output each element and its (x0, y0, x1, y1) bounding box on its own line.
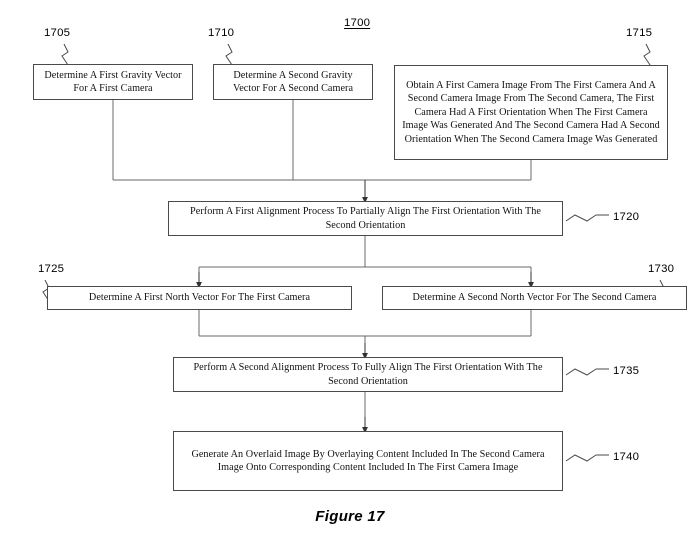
diagram-ref-1700: 1700 (344, 17, 371, 29)
ref-numeral-1710: 1710 (208, 27, 235, 39)
process-box-1720[interactable]: Perform A First Alignment Process To Par… (168, 201, 563, 236)
ref-numeral-1735: 1735 (613, 365, 640, 377)
process-box-1705-label: Determine A First Gravity Vector For A F… (44, 69, 182, 94)
process-box-1740-label: Generate An Overlaid Image By Overlaying… (191, 448, 545, 473)
process-box-1705[interactable]: Determine A First Gravity Vector For A F… (33, 64, 193, 100)
process-box-1715-label: Obtain A First Camera Image From The Fir… (402, 79, 660, 145)
process-box-1735[interactable]: Perform A Second Alignment Process To Fu… (173, 357, 563, 392)
process-box-1720-label: Perform A First Alignment Process To Par… (190, 206, 541, 231)
ref-numeral-1720: 1720 (613, 211, 640, 223)
ref-numeral-1725: 1725 (38, 263, 65, 275)
leader-1740 (565, 454, 597, 462)
process-box-1730-label: Determine A Second North Vector For The … (412, 292, 657, 304)
leader-1720 (565, 214, 597, 222)
process-box-1730[interactable]: Determine A Second North Vector For The … (382, 286, 687, 310)
leader-1735 (565, 368, 597, 376)
process-box-1715[interactable]: Obtain A First Camera Image From The Fir… (394, 65, 668, 160)
figure-caption: Figure 17 (315, 508, 385, 525)
process-box-1710[interactable]: Determine A Second Gravity Vector For A … (213, 64, 373, 100)
ref-numeral-1705: 1705 (44, 27, 71, 39)
process-box-1740[interactable]: Generate An Overlaid Image By Overlaying… (173, 431, 563, 491)
ref-numeral-1740: 1740 (613, 451, 640, 463)
ref-numeral-1715: 1715 (626, 27, 653, 39)
process-box-1725-label: Determine A First North Vector For The F… (88, 292, 311, 304)
process-box-1710-label: Determine A Second Gravity Vector For A … (232, 69, 354, 94)
process-box-1735-label: Perform A Second Alignment Process To Fu… (193, 362, 543, 387)
process-box-1725[interactable]: Determine A First North Vector For The F… (47, 286, 352, 310)
ref-numeral-1730: 1730 (648, 263, 675, 275)
